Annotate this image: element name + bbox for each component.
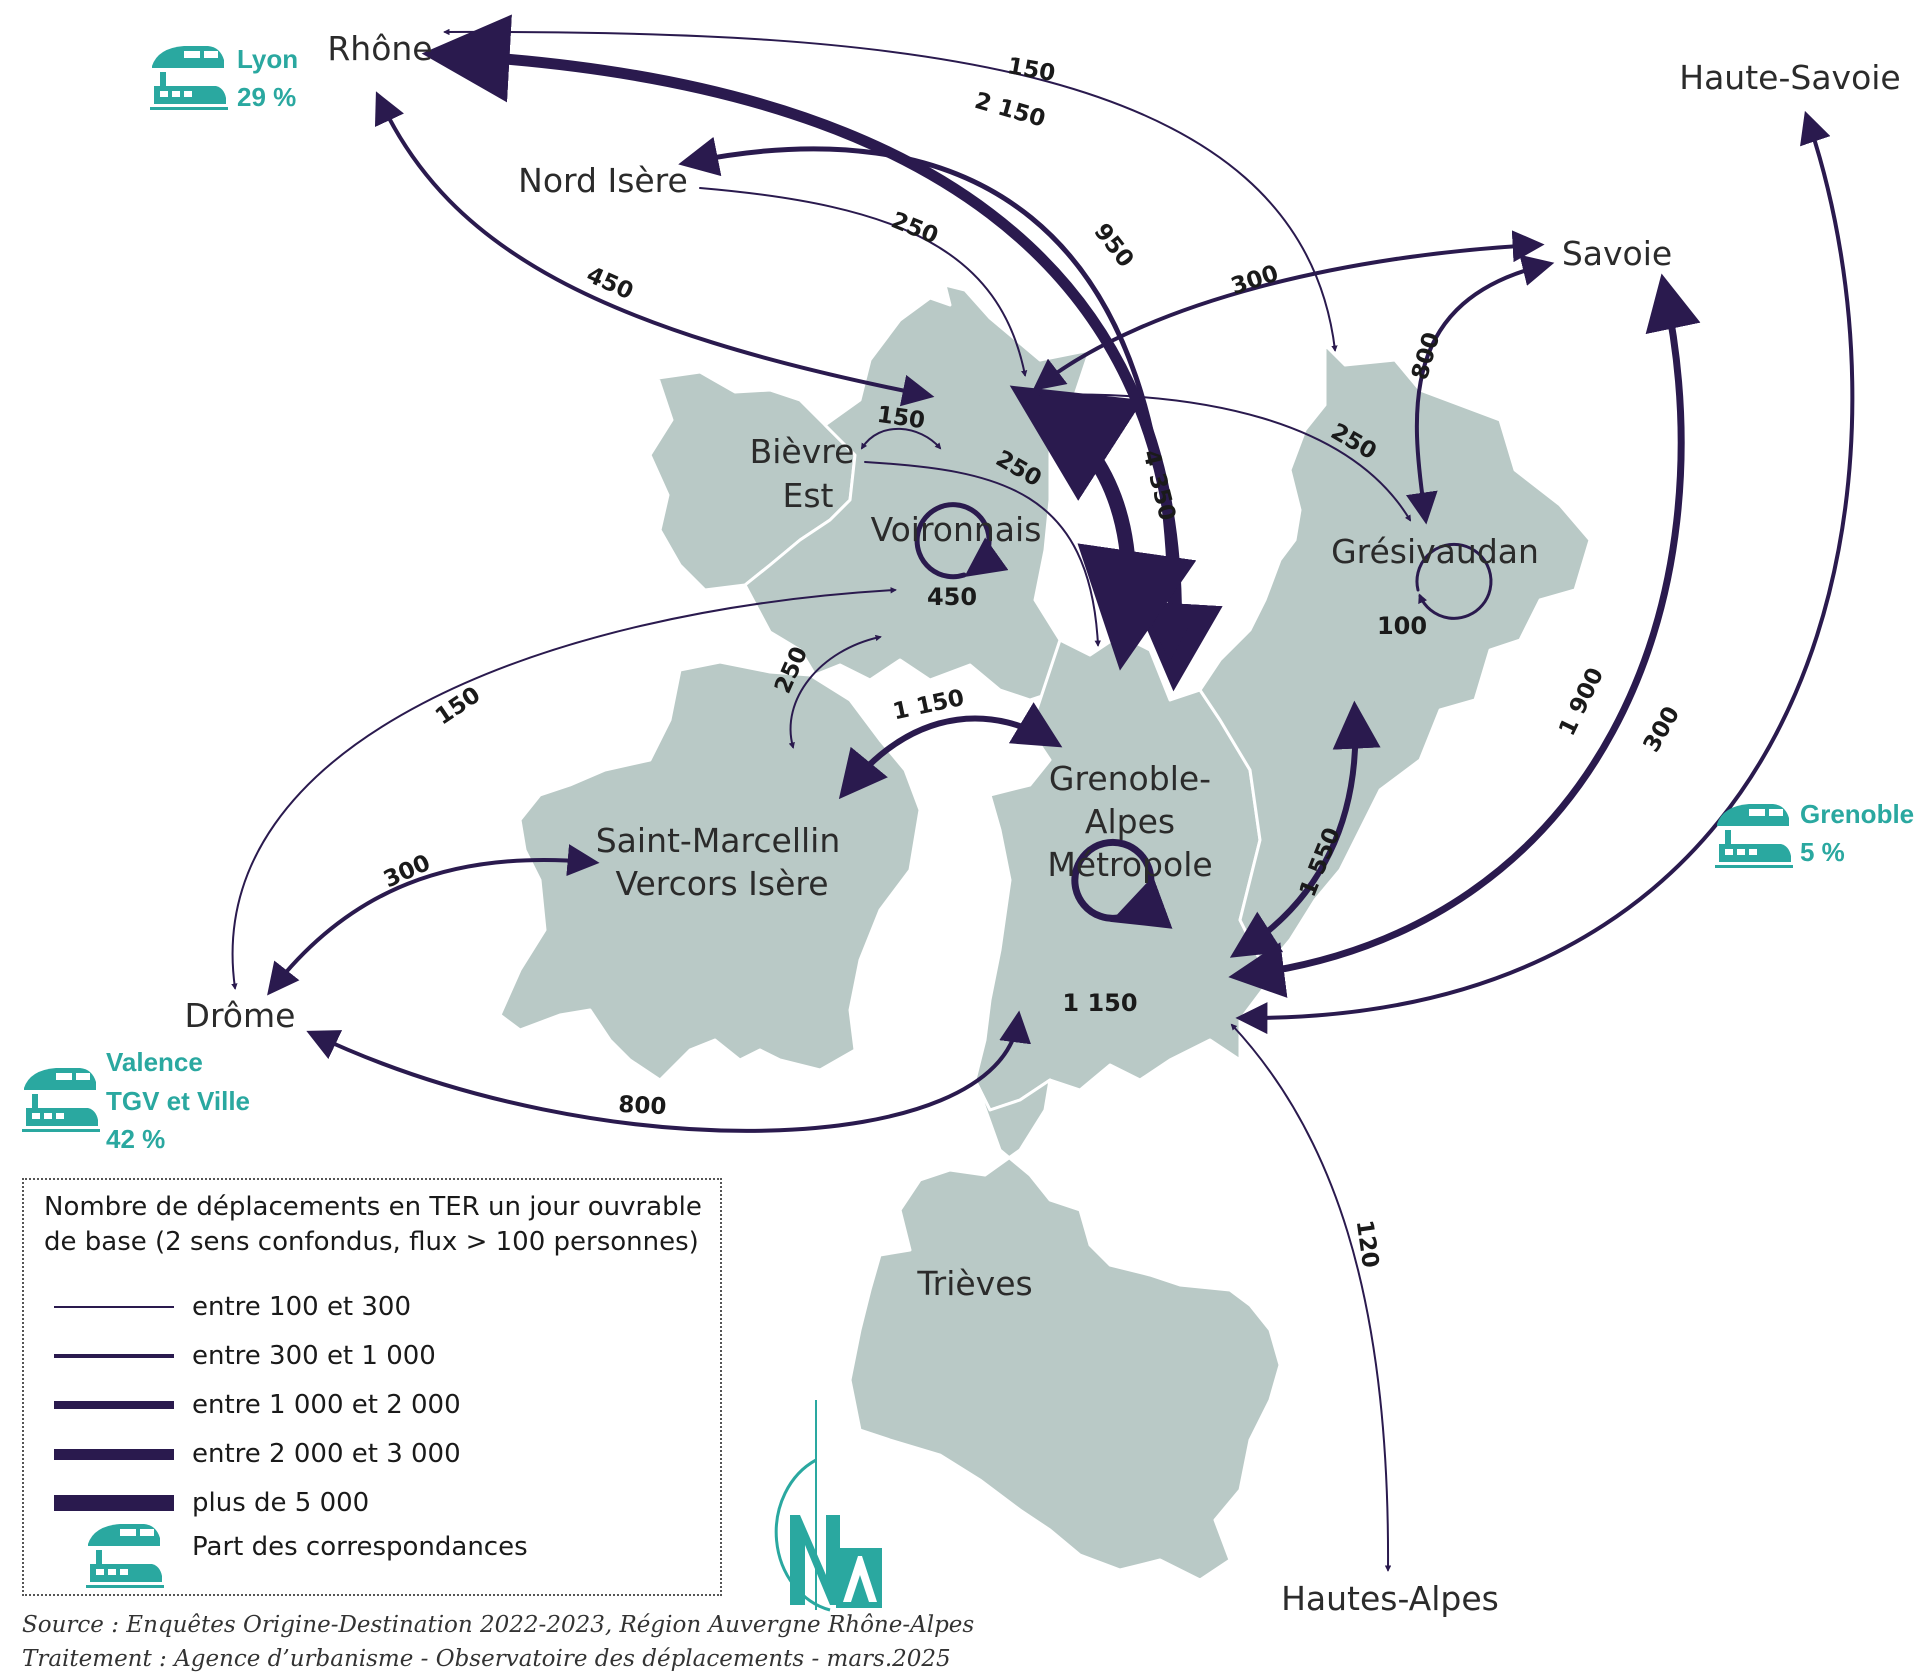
internal-flow-grenoble-arrow [1071, 838, 1173, 929]
place-labels: Rhône Nord Isère Haute-Savoie Savoie Biè… [185, 29, 1901, 1618]
legend-line-swatch [54, 1354, 174, 1358]
legend-row-class-1: entre 100 et 300 [54, 1290, 411, 1324]
internal-value-grenoble: 1 150 [1062, 989, 1137, 1017]
internal-value-gresivaudan: 100 [1377, 612, 1427, 640]
correspondence-lyon-share: 29 % [237, 82, 296, 112]
place-nord-isere: Nord Isère [518, 161, 688, 200]
place-haute-savoie: Haute-Savoie [1679, 58, 1900, 97]
place-gresivaudan: Grésivaudan [1331, 532, 1539, 571]
place-drome: Drôme [185, 996, 296, 1035]
flow-voironnais-grenoble [1009, 385, 1197, 671]
flow-saintmarcellin-grenoble [838, 702, 1063, 800]
internal-flow-voironnais-arrow [914, 502, 1009, 580]
flow-label-rhone-voironnais: 450 [583, 262, 637, 305]
source-line-2: Traitement : Agence d’urbanisme - Observ… [22, 1646, 951, 1672]
flow-bievre-grenoble [864, 461, 1101, 647]
legend-row-class-3: entre 1 000 et 2 000 [54, 1388, 461, 1422]
train-icon [150, 46, 228, 110]
flow-label-voironnais-grenoble: 4 350 [1137, 447, 1180, 523]
place-bievre-est-line1: Bièvre [750, 432, 855, 471]
legend-line-swatch [54, 1401, 174, 1409]
legend-label: entre 100 et 300 [192, 1292, 412, 1322]
place-trieves: Trièves [916, 1264, 1032, 1303]
legend-label: plus de 5 000 [192, 1488, 370, 1518]
place-bievre-est-line2: Est [783, 476, 834, 515]
legend-line-swatch [54, 1495, 174, 1511]
correspondence-lyon-name: Lyon [237, 44, 298, 74]
internal-value-voironnais: 450 [927, 583, 977, 611]
flow-voironnais-saintmarcellin [788, 634, 882, 749]
place-hautes-alpes: Hautes-Alpes [1281, 1579, 1499, 1618]
flow-hautesavoie-grenoble [1235, 110, 1855, 1035]
flow-bievre-voironnais [860, 427, 942, 450]
place-saint-marcellin-line2: Vercors Isère [615, 864, 828, 903]
flow-label-hautesavoie-grenoble: 300 [1639, 702, 1686, 757]
legend-label: entre 1 000 et 2 000 [192, 1390, 461, 1420]
flow-rhone-voironnais [374, 91, 935, 407]
flow-label-rhone-grenoble: 2 150 [972, 88, 1048, 133]
flow-label-savoie-voironnais: 300 [1228, 261, 1282, 301]
place-grenoble-line2: Alpes [1085, 802, 1175, 841]
place-saint-marcellin-line1: Saint-Marcellin [596, 821, 841, 860]
legend-title: Nombre de déplacements en TER un jour ou… [44, 1192, 702, 1257]
source-line-1: Source : Enquêtes Origine-Destination 20… [22, 1612, 975, 1638]
flow-label-drome-grenoble: 800 [618, 1092, 667, 1120]
flow-label-voironnais-drome: 150 [431, 682, 485, 730]
flow-label-nordisere-grenoble: 950 [1088, 219, 1138, 273]
correspondence-grenoble: Grenoble 5 % [1715, 799, 1914, 868]
legend-label: entre 300 et 1 000 [192, 1341, 436, 1371]
agency-logo [774, 1400, 882, 1612]
place-grenoble-line1: Grenoble- [1049, 759, 1211, 798]
internal-flows [914, 502, 1493, 929]
flow-label-rhone-gresivaudan: 150 [1005, 53, 1057, 87]
legend-row-class-2: entre 300 et 1 000 [54, 1339, 436, 1373]
flow-label-savoie-gresivaudan: 800 [1407, 329, 1445, 382]
place-voironnais: Voironnais [871, 510, 1042, 549]
flow-hautesalpes-grenoble [1230, 1023, 1392, 1572]
legend-label: entre 2 000 et 3 000 [192, 1439, 461, 1469]
legend-line-swatch [54, 1448, 174, 1460]
internal-flow-gresivaudan-arrow [1415, 542, 1493, 620]
flow-lines [231, 14, 1855, 1572]
legend: Nombre de déplacements en TER un jour ou… [22, 1178, 722, 1596]
correspondence-grenoble-name: Grenoble [1800, 799, 1914, 829]
legend-line-swatch [54, 1306, 174, 1308]
flow-voironnais-drome [231, 587, 897, 990]
train-icon [1715, 804, 1793, 868]
legend-row-class-4: entre 2 000 et 3 000 [54, 1437, 461, 1471]
territory-gresivaudan [1198, 343, 1592, 972]
correspondence-valence-name-line2: TGV et Ville [106, 1086, 250, 1116]
flow-label-nordisere-voironnais: 250 [887, 207, 941, 249]
correspondence-valence-share: 42 % [106, 1124, 165, 1154]
train-icon [86, 1524, 164, 1588]
correspondence-valence: Valence TGV et Ville 42 % [22, 1047, 250, 1154]
correspondence-lyon: Lyon 29 % [150, 44, 298, 112]
flow-label-savoie-grenoble: 1 900 [1554, 664, 1609, 740]
place-rhone: Rhône [327, 29, 432, 68]
place-grenoble-line3: Métropole [1047, 845, 1212, 884]
correspondence-valence-name-line1: Valence [106, 1047, 203, 1077]
territory-trieves [848, 1078, 1282, 1582]
flow-label-drome-saintmarcellin: 300 [380, 850, 434, 893]
flow-drome-grenoble [306, 1010, 1031, 1133]
legend-correspondence-label: Part des correspondances [192, 1532, 528, 1562]
legend-row-class-5: plus de 5 000 [54, 1486, 369, 1520]
place-savoie: Savoie [1562, 234, 1672, 273]
correspondence-grenoble-share: 5 % [1800, 837, 1845, 867]
train-icon [22, 1068, 100, 1132]
flow-drome-saintmarcellin [267, 844, 600, 996]
